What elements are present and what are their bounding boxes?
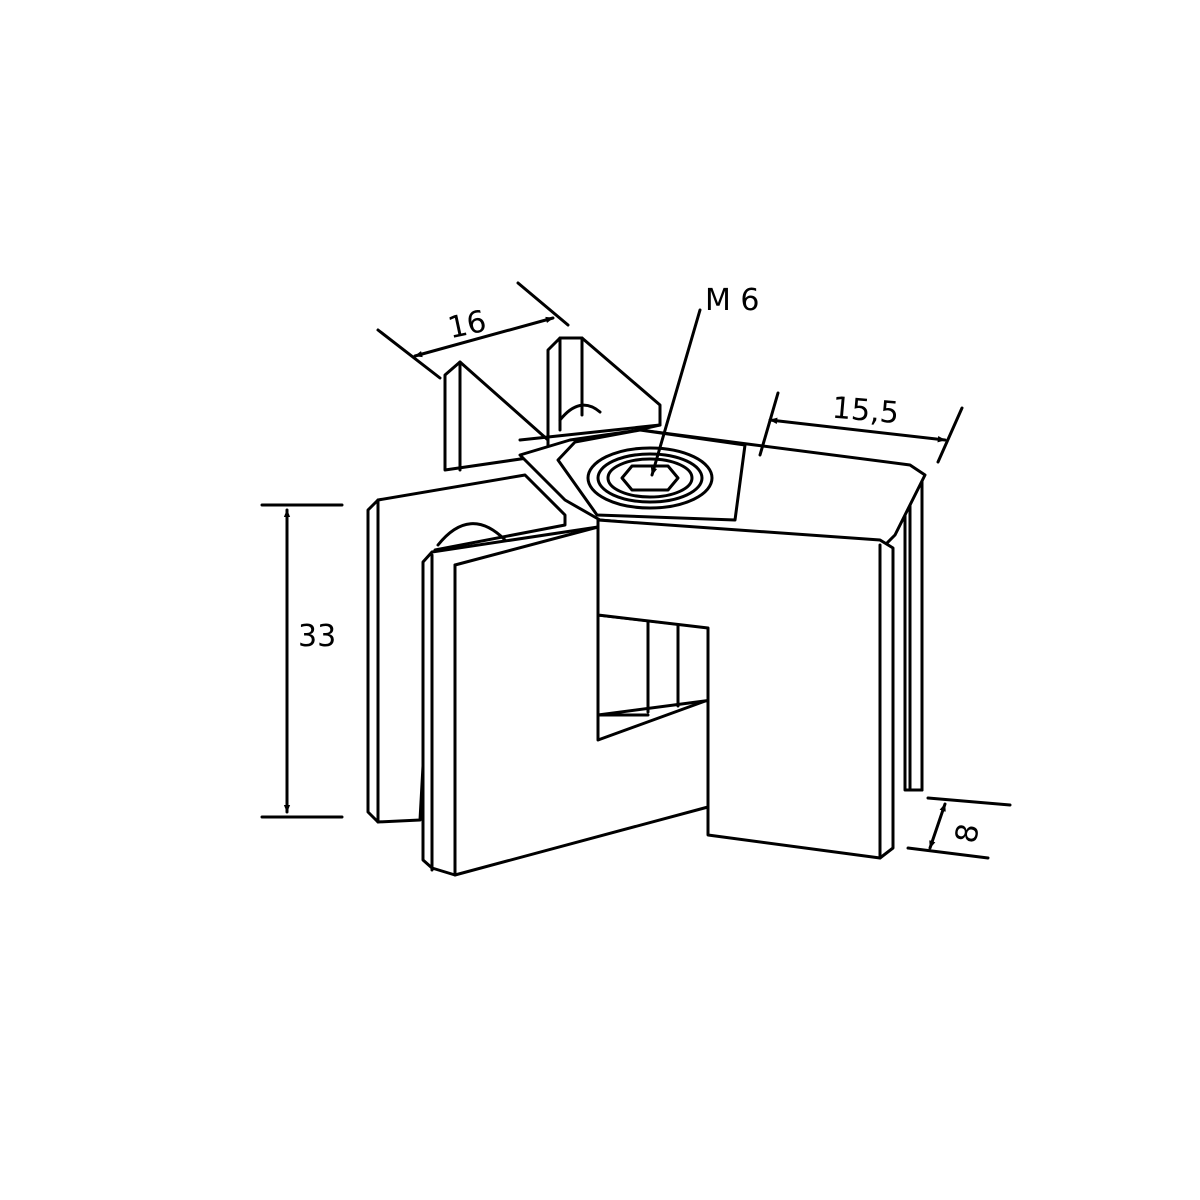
dimension-33-label: 33 <box>298 619 336 654</box>
connector-body <box>366 336 927 877</box>
left-prong <box>366 473 567 824</box>
dimension-16-label: 16 <box>445 304 490 346</box>
dimension-8 <box>906 796 1012 860</box>
thread-label: M 6 <box>705 283 760 318</box>
front-right-panel <box>596 518 895 860</box>
dimension-16 <box>376 281 570 380</box>
top-face <box>518 428 927 547</box>
dimension-33 <box>260 503 344 819</box>
dimension-15-5 <box>758 391 964 464</box>
dimension-8-label: 8 <box>949 821 987 846</box>
hex-socket-icon <box>620 464 680 492</box>
front-prong <box>421 525 714 877</box>
thread-callout <box>650 308 702 477</box>
dimension-15-5-label: 15,5 <box>831 391 901 432</box>
